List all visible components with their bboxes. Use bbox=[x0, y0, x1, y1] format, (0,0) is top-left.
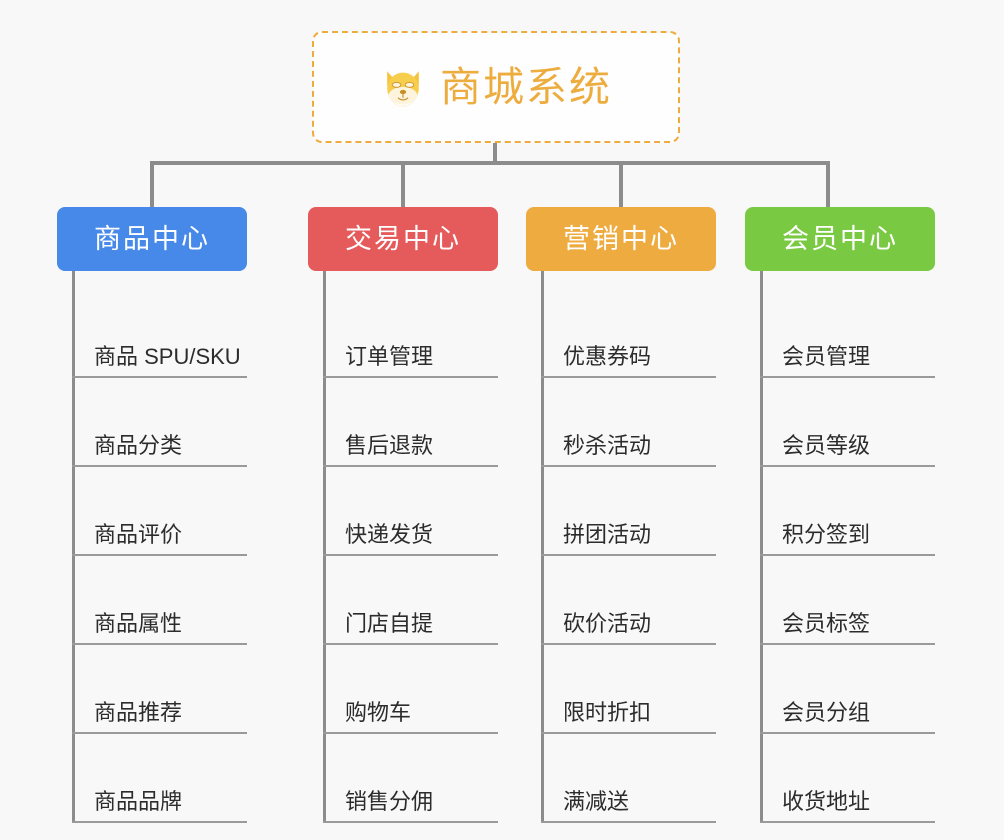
leaf-item[interactable]: 会员管理 bbox=[760, 289, 935, 378]
leaf-label: 积分签到 bbox=[782, 522, 871, 547]
leaf-item[interactable]: 商品品牌 bbox=[72, 734, 247, 823]
leaf-item[interactable]: 优惠券码 bbox=[541, 289, 716, 378]
leaf-item[interactable]: 秒杀活动 bbox=[541, 378, 716, 467]
branch-column-1: 商品中心 商品 SPU/SKU 商品分类 商品评价 商品属性 商品推荐 商品品牌 bbox=[57, 207, 247, 823]
leaf-item[interactable]: 商品 SPU/SKU bbox=[72, 289, 247, 378]
connector-spine-4 bbox=[760, 271, 763, 823]
leaf-item[interactable]: 商品分类 bbox=[72, 378, 247, 467]
leaf-item[interactable]: 拼团活动 bbox=[541, 467, 716, 556]
leaf-label: 秒杀活动 bbox=[563, 433, 652, 458]
leaf-item[interactable]: 售后退款 bbox=[323, 378, 498, 467]
connector-spine-3 bbox=[541, 271, 544, 823]
leaf-label: 门店自提 bbox=[345, 611, 434, 636]
branch-column-3: 营销中心 优惠券码 秒杀活动 拼团活动 砍价活动 限时折扣 满减送 bbox=[526, 207, 716, 823]
leaf-item[interactable]: 商品属性 bbox=[72, 556, 247, 645]
leaf-label: 限时折扣 bbox=[563, 700, 652, 725]
leaf-label: 销售分佣 bbox=[345, 789, 434, 814]
root-node[interactable]: 商城系统 bbox=[312, 31, 680, 143]
leaf-label: 收货地址 bbox=[782, 789, 871, 814]
leaf-label: 优惠券码 bbox=[563, 344, 652, 369]
leaf-label: 砍价活动 bbox=[563, 611, 652, 636]
connector-spine-1 bbox=[72, 271, 75, 823]
leaf-label: 拼团活动 bbox=[563, 522, 652, 547]
leaf-group-4: 会员管理 会员等级 积分签到 会员标签 会员分组 收货地址 bbox=[745, 271, 935, 823]
leaf-item[interactable]: 砍价活动 bbox=[541, 556, 716, 645]
leaf-label: 购物车 bbox=[345, 700, 412, 725]
leaf-label: 商品评价 bbox=[94, 522, 183, 547]
category-box-1[interactable]: 商品中心 bbox=[57, 207, 247, 271]
leaf-label: 满减送 bbox=[563, 789, 630, 814]
leaf-item[interactable]: 订单管理 bbox=[323, 289, 498, 378]
leaf-item[interactable]: 销售分佣 bbox=[323, 734, 498, 823]
leaf-item[interactable]: 商品推荐 bbox=[72, 645, 247, 734]
leaf-label: 会员标签 bbox=[782, 611, 871, 636]
category-box-3[interactable]: 营销中心 bbox=[526, 207, 716, 271]
leaf-label: 商品推荐 bbox=[94, 700, 183, 725]
leaf-label: 订单管理 bbox=[345, 344, 434, 369]
leaf-item[interactable]: 会员分组 bbox=[760, 645, 935, 734]
branch-column-4: 会员中心 会员管理 会员等级 积分签到 会员标签 会员分组 收货地址 bbox=[745, 207, 935, 823]
leaf-item[interactable]: 商品评价 bbox=[72, 467, 247, 556]
leaf-label: 会员等级 bbox=[782, 433, 871, 458]
leaf-label: 商品品牌 bbox=[94, 789, 183, 814]
leaf-item[interactable]: 门店自提 bbox=[323, 556, 498, 645]
leaf-item[interactable]: 快递发货 bbox=[323, 467, 498, 556]
category-box-4[interactable]: 会员中心 bbox=[745, 207, 935, 271]
connector-drop-2 bbox=[401, 161, 405, 207]
leaf-item[interactable]: 收货地址 bbox=[760, 734, 935, 823]
connector-bus-bar bbox=[150, 161, 830, 165]
leaf-item[interactable]: 限时折扣 bbox=[541, 645, 716, 734]
connector-drop-1 bbox=[150, 161, 154, 207]
leaf-label: 售后退款 bbox=[345, 433, 434, 458]
leaf-group-2: 订单管理 售后退款 快递发货 门店自提 购物车 销售分佣 bbox=[308, 271, 498, 823]
dog-face-icon bbox=[380, 64, 426, 110]
connector-spine-2 bbox=[323, 271, 326, 823]
leaf-label: 会员分组 bbox=[782, 700, 871, 725]
leaf-label: 商品属性 bbox=[94, 611, 183, 636]
leaf-group-1: 商品 SPU/SKU 商品分类 商品评价 商品属性 商品推荐 商品品牌 bbox=[57, 271, 247, 823]
leaf-item[interactable]: 购物车 bbox=[323, 645, 498, 734]
leaf-label: 会员管理 bbox=[782, 344, 871, 369]
leaf-group-3: 优惠券码 秒杀活动 拼团活动 砍价活动 限时折扣 满减送 bbox=[526, 271, 716, 823]
category-box-2[interactable]: 交易中心 bbox=[308, 207, 498, 271]
leaf-item[interactable]: 积分签到 bbox=[760, 467, 935, 556]
leaf-item[interactable]: 满减送 bbox=[541, 734, 716, 823]
leaf-item[interactable]: 会员等级 bbox=[760, 378, 935, 467]
leaf-item[interactable]: 会员标签 bbox=[760, 556, 935, 645]
connector-drop-4 bbox=[826, 161, 830, 207]
branch-column-2: 交易中心 订单管理 售后退款 快递发货 门店自提 购物车 销售分佣 bbox=[308, 207, 498, 823]
leaf-label: 快递发货 bbox=[345, 522, 434, 547]
connector-root-stem bbox=[493, 143, 497, 165]
leaf-label: 商品 SPU/SKU bbox=[94, 344, 241, 369]
connector-drop-3 bbox=[619, 161, 623, 207]
root-title: 商城系统 bbox=[440, 63, 612, 110]
leaf-label: 商品分类 bbox=[94, 433, 183, 458]
